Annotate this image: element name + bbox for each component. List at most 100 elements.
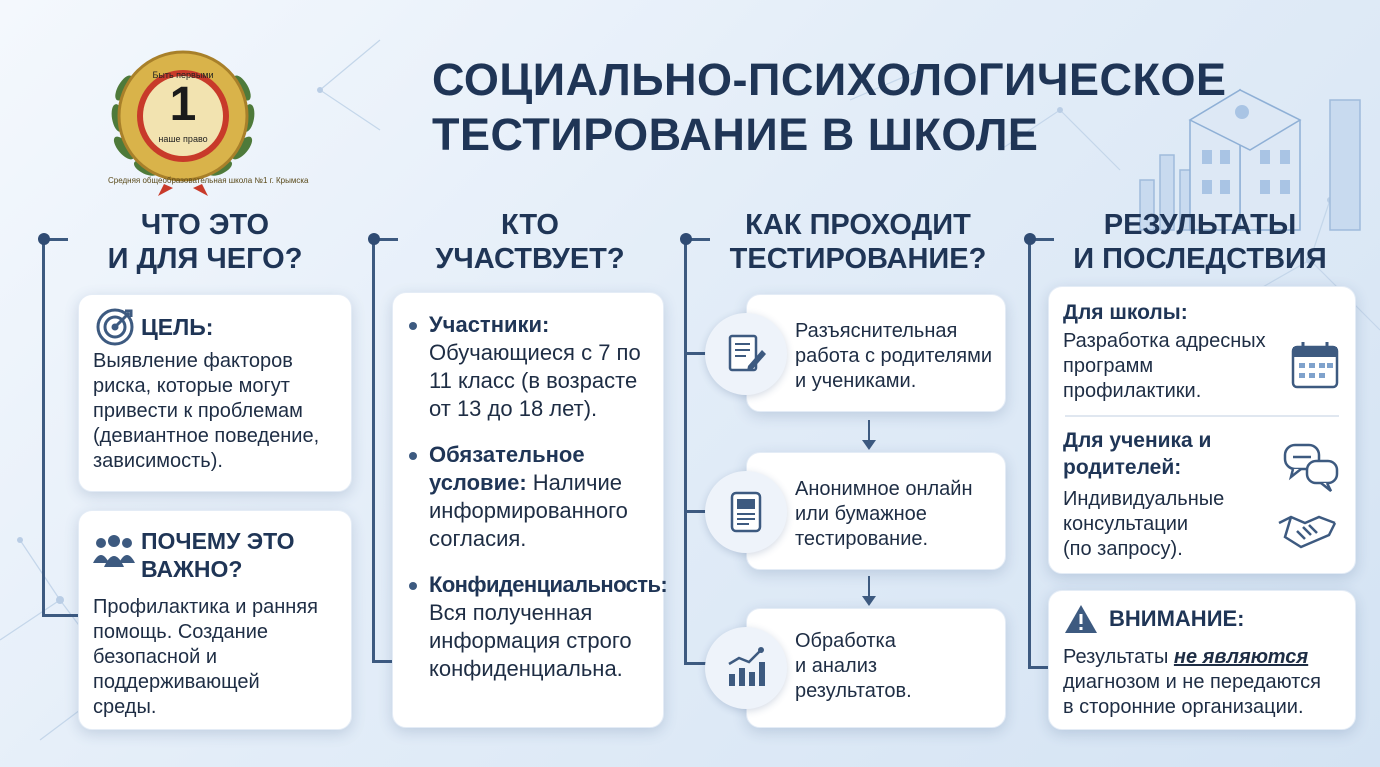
warning-emphasis: не являются: [1173, 646, 1309, 668]
goal-line: привести к проблемам: [93, 400, 303, 422]
warning-card: ВНИМАНИЕ: Результаты не являются диагноз…: [1048, 590, 1356, 730]
column-3-heading: КАК ПРОХОДИТ ТЕСТИРОВАНИЕ?: [708, 208, 1008, 276]
step-1-icon-circle: [705, 313, 787, 395]
participants-bullet: Участники: Обучающиеся с 7 по 11 класс (…: [407, 311, 659, 423]
goal-title: ЦЕЛЬ:: [141, 314, 214, 340]
for-school-line: Разработка адресных: [1063, 330, 1266, 352]
step-1-text: Разъяснительная работа с родителями и уч…: [795, 319, 992, 394]
column-2-heading-line-1: КТО: [501, 209, 559, 241]
process-step-1: Разъяснительная работа с родителями и уч…: [705, 294, 1006, 412]
why-important-title-line-1: ПОЧЕМУ ЭТО: [141, 528, 295, 554]
why-line: поддерживающей: [93, 671, 260, 693]
participants-line: Обучающиеся с 7 по: [429, 340, 641, 365]
condition-inline: Наличие: [526, 470, 623, 495]
tablet-test-icon: [730, 491, 762, 533]
goal-line: (девиантное поведение,: [93, 425, 320, 447]
step-line: Разъяснительная: [795, 320, 958, 342]
for-student-text: Индивидуальные консультации (по запросу)…: [1063, 487, 1283, 562]
for-school-line: профилактики.: [1063, 380, 1202, 402]
warning-pre: Результаты: [1063, 646, 1174, 668]
column-3-rail-tick-step-2: [684, 510, 708, 513]
page-title-line-1: СОЦИАЛЬНО-ПСИХОЛОГИЧЕСКОЕ: [432, 54, 1227, 105]
column-2-rail: [372, 238, 375, 662]
column-4-heading: РЕЗУЛЬТАТЫ И ПОСЛЕДСТВИЯ: [1050, 208, 1350, 276]
column-3-rail-tick: [684, 238, 710, 241]
condition-bullet: Обязательное условие: Наличие информиров…: [407, 441, 659, 553]
why-line: среды.: [93, 696, 157, 718]
for-student-title-line-1: Для ученика и: [1063, 429, 1212, 452]
warning-text: Результаты не являются диагнозом и не пе…: [1063, 645, 1353, 720]
column-1-rail-dot: [38, 233, 50, 245]
column-4-rail-dot: [1024, 233, 1036, 245]
chat-bubbles-icon: [1283, 443, 1339, 492]
calendar-icon: [1291, 342, 1339, 389]
column-2-rail-tick: [372, 238, 398, 241]
step-line: результатов.: [795, 680, 912, 702]
column-4-rail-tick-bottom: [1028, 666, 1048, 669]
step-line: Анонимное онлайн: [795, 478, 973, 500]
condition-title-line-1: Обязательное: [429, 442, 585, 467]
confidentiality-line: конфиденциальна.: [429, 656, 623, 681]
column-1-rail-tick-bottom: [42, 614, 78, 617]
target-icon: [96, 308, 134, 346]
step-2-text: Анонимное онлайн или бумажное тестирован…: [795, 477, 973, 552]
analysis-chart-icon: [728, 647, 765, 686]
emblem-ring-text: Средняя общеобразовательная школа №1 г. …: [108, 176, 309, 185]
school-building-illustration: [1139, 88, 1361, 231]
participants-card: Участники: Обучающиеся с 7 по 11 класс (…: [392, 292, 668, 728]
for-student-title: Для ученика и родителей:: [1063, 427, 1211, 481]
goal-text: Выявление факторов риска, которые могут …: [93, 349, 345, 474]
handshake-icon: [1278, 515, 1337, 549]
column-4-heading-line-1: РЕЗУЛЬТАТЫ: [1103, 209, 1297, 241]
why-important-title-line-2: ВАЖНО?: [141, 556, 243, 582]
column-4-rail: [1028, 238, 1031, 668]
why-important-card: ПОЧЕМУ ЭТО ВАЖНО? Профилактика и ранняя …: [78, 510, 352, 730]
process-step-3: Обработка и анализ результатов.: [705, 608, 1006, 728]
column-4-heading-line-2: И ПОСЛЕДСТВИЯ: [1073, 243, 1327, 275]
column-3-rail: [684, 238, 687, 664]
warning-title: ВНИМАНИЕ:: [1109, 606, 1245, 631]
column-2-heading-line-2: УЧАСТВУЕТ?: [435, 243, 625, 275]
goal-line: зависимость).: [93, 450, 223, 472]
goal-line: риска, которые могут: [93, 375, 290, 397]
column-3-heading-line-2: ТЕСТИРОВАНИЕ?: [729, 243, 987, 275]
step-2-icon-circle: [705, 471, 787, 553]
page-title: СОЦИАЛЬНО-ПСИХОЛОГИЧЕСКОЕ ТЕСТИРОВАНИЕ В…: [432, 52, 1227, 162]
for-student-line: консультации: [1063, 513, 1189, 535]
why-line: Профилактика и ранняя: [93, 596, 318, 618]
confidentiality-title: Конфиденциальность:: [429, 572, 668, 597]
column-1-heading-line-2: И ДЛЯ ЧЕГО?: [107, 243, 303, 275]
why-line: безопасной и: [93, 646, 218, 668]
column-3-rail-dot: [680, 233, 692, 245]
why-important-title: ПОЧЕМУ ЭТО ВАЖНО?: [141, 527, 295, 583]
for-school-text: Разработка адресных программ профилактик…: [1063, 329, 1293, 404]
process-step-2: Анонимное онлайн или бумажное тестирован…: [705, 452, 1006, 570]
emblem-motto: Быть первыми: [152, 70, 214, 80]
participants-title: Участники:: [429, 312, 550, 337]
step-arrow-1: [862, 420, 876, 450]
column-2-rail-tick-bottom: [372, 660, 392, 663]
column-4-rail-tick: [1028, 238, 1054, 241]
column-3-rail-tick-step-1: [684, 352, 708, 355]
for-student-line: (по запросу).: [1063, 538, 1183, 560]
why-line: помощь. Создание: [93, 621, 269, 643]
condition-line: согласия.: [429, 526, 527, 551]
confidentiality-line: Вся полученная: [429, 600, 593, 625]
participants-line: 11 класс (в возрасте: [429, 368, 638, 393]
emblem-sub: наше право: [158, 134, 208, 144]
step-line: и анализ: [795, 655, 878, 677]
confidentiality-line: информация строго: [429, 628, 632, 653]
participants-line: от 13 до 18 лет).: [429, 396, 598, 421]
confidentiality-bullet: Конфиденциальность: Вся полученная инфор…: [407, 571, 668, 683]
step-arrow-2: [862, 576, 876, 606]
why-important-text: Профилактика и ранняя помощь. Создание б…: [93, 595, 345, 720]
for-school-line: программ: [1063, 355, 1154, 377]
emblem-number: 1: [169, 78, 197, 131]
column-1-heading-line-1: ЧТО ЭТО: [140, 209, 270, 241]
column-1-heading: ЧТО ЭТО И ДЛЯ ЧЕГО?: [70, 208, 340, 276]
goal-line: Выявление факторов: [93, 350, 293, 372]
condition-title-line-2: условие:: [429, 470, 527, 495]
step-line: работа с родителями: [795, 345, 993, 367]
people-group-icon: [93, 535, 135, 567]
column-3-heading-line-1: КАК ПРОХОДИТ: [745, 209, 971, 241]
